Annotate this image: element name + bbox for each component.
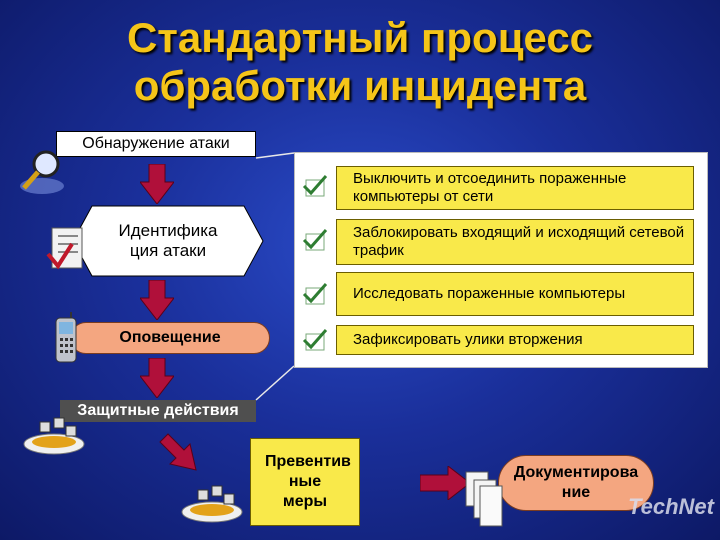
magnifier-icon [20,150,64,194]
check-icon [302,329,328,351]
slide-title: Стандартный процесс обработки инцидента [0,14,720,110]
step-detect-attack: Обнаружение атаки [56,131,256,157]
step-defensive-actions: Защитные действия [60,400,256,422]
document-pages-icon [465,471,503,527]
technet-logo: TechNet [628,494,714,519]
action-item-block-traffic: Заблокировать входящий и исходящий сетев… [336,219,694,265]
arrow-down-icon [140,280,174,320]
step-preventive-measures: Превентив ные меры [250,438,360,526]
mobile-phone-icon [55,312,77,363]
action-item-investigate: Исследовать пораженные компьютеры [336,272,694,316]
network-computers-icon [23,417,85,455]
check-icon [302,175,328,197]
arrow-right-icon [420,466,470,500]
step-notify: Оповещение [70,322,270,354]
slide-title-line2: обработки инцидента [133,62,587,109]
step-documentation: Документирова ние [498,455,654,511]
network-computers-icon [181,485,243,523]
action-item-collect-evidence: Зафиксировать улики вторжения [336,325,694,355]
action-item-disconnect: Выключить и отсоединить пораженные компь… [336,166,694,210]
step-identify-attack: Идентифика ция атаки [72,205,264,277]
check-icon [302,229,328,251]
slide-title-line1: Стандартный процесс [126,14,594,61]
arrow-down-icon [140,164,174,204]
checklist-icon [46,227,83,270]
arrow-diagonal-icon [159,433,197,471]
arrow-down-icon [140,358,174,398]
check-icon [302,283,328,305]
